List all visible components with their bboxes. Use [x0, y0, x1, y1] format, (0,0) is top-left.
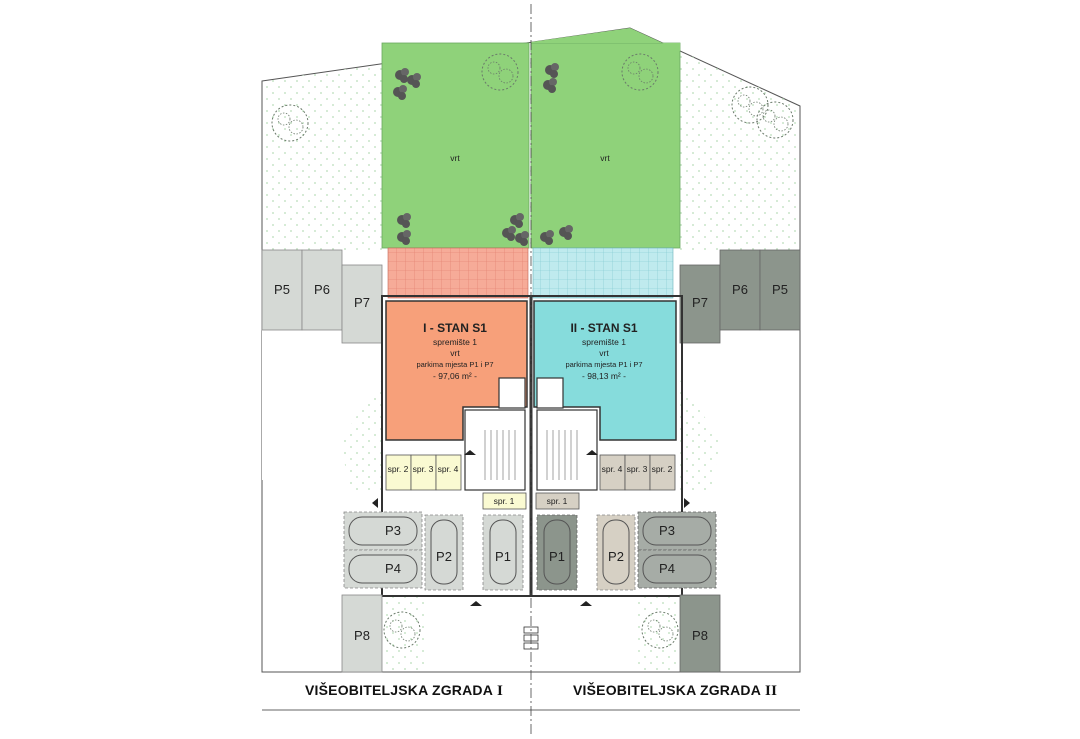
- apartment-right-storage: spremište 1: [582, 337, 626, 347]
- terrace-right: [532, 247, 674, 299]
- storage-left-2: [385, 454, 412, 491]
- storage-label: spr. 4: [438, 464, 459, 474]
- entrance-arrow-icon: [580, 601, 592, 606]
- storage-label: spr. 3: [627, 464, 648, 474]
- elevator-left: [498, 377, 526, 409]
- storage-right-3: [624, 454, 651, 491]
- caption-number: I: [497, 683, 504, 699]
- entrance-arrow-icon: [470, 601, 482, 606]
- elevator-right: [536, 377, 564, 409]
- parking-label: P1: [549, 549, 565, 564]
- stair-core-left: [464, 409, 526, 491]
- parking-right-p4: [637, 549, 717, 589]
- parking-label: P7: [354, 295, 370, 310]
- apartment-left-area: [385, 300, 528, 441]
- lawn-side-left: [340, 380, 382, 490]
- storage-label: spr. 4: [602, 464, 623, 474]
- stair-treads: [484, 430, 578, 480]
- parking-label: P7: [692, 295, 708, 310]
- storage-right-2: [649, 454, 676, 491]
- parking-label: P5: [274, 282, 290, 297]
- garden-left-label: vrt: [450, 153, 460, 163]
- entrance-arrow-icon: [684, 498, 690, 508]
- parking-right-p6: [719, 249, 761, 331]
- storage-label: spr. 2: [652, 464, 673, 474]
- parking-label: P5: [772, 282, 788, 297]
- storage-label: spr. 1: [547, 496, 568, 506]
- parking-label: P3: [385, 523, 401, 538]
- terrace-left: [387, 247, 529, 299]
- parking-right-p8: [679, 594, 721, 673]
- lawn-side-right: [680, 380, 720, 490]
- stair-core-right: [536, 409, 598, 491]
- parking-label: P8: [354, 628, 370, 643]
- parking-left-p5: [261, 249, 303, 331]
- garden-right-label: vrt: [600, 153, 610, 163]
- entrance-arrow-icon: [372, 498, 378, 508]
- lawn-bottom-left: [382, 595, 427, 672]
- storage-label: spr. 3: [413, 464, 434, 474]
- storage-label: spr. 1: [494, 496, 515, 506]
- apartment-right-garden: vrt: [599, 348, 609, 358]
- apartment-left-storage: spremište 1: [433, 337, 477, 347]
- caption-number: II: [765, 683, 778, 699]
- parking-label: P2: [436, 549, 452, 564]
- parking-label: P4: [659, 561, 675, 576]
- parking-label: P6: [314, 282, 330, 297]
- parking-left-p8: [341, 594, 383, 673]
- parking-left-p7: [341, 264, 383, 344]
- apartment-left-garden: vrt: [450, 348, 460, 358]
- apartment-right-title: II - STAN S1: [570, 321, 637, 335]
- apartment-right-area: [533, 300, 677, 441]
- storage-center-right: [535, 492, 580, 510]
- parking-label: P3: [659, 523, 675, 538]
- parking-label: P1: [495, 549, 511, 564]
- storage-right-4: [599, 454, 626, 491]
- parking-right-p7: [679, 264, 721, 344]
- parking-right-p5: [759, 249, 801, 331]
- storage-label: spr. 2: [388, 464, 409, 474]
- storage-left-3: [410, 454, 437, 491]
- caption-text: VIŠEOBITELJSKA ZGRADA: [305, 682, 494, 698]
- parking-right-p3: [637, 511, 717, 551]
- parking-label: P2: [608, 549, 624, 564]
- apartment-right-area-value: - 98,13 m² -: [582, 371, 626, 381]
- parking-left-p6: [301, 249, 343, 331]
- apartment-left-area-value: - 97,06 m² -: [433, 371, 477, 381]
- parking-label: P4: [385, 561, 401, 576]
- parking-left-p4: [343, 549, 423, 589]
- parking-label: P8: [692, 628, 708, 643]
- storage-center-left: [482, 492, 527, 510]
- parking-left-p3: [343, 511, 423, 551]
- storage-left-4: [435, 454, 462, 491]
- caption-text: VIŠEOBITELJSKA ZGRADA: [573, 682, 762, 698]
- apartment-left-parking: parkima mjesta P1 i P7: [416, 360, 493, 369]
- entrance-arrow-icon: [586, 450, 598, 455]
- entrance-arrow-icon: [464, 450, 476, 455]
- apartment-left-title: I - STAN S1: [423, 321, 487, 335]
- garden-right-corner: [531, 28, 680, 51]
- parking-label: P6: [732, 282, 748, 297]
- apartment-right-parking: parkima mjesta P1 i P7: [565, 360, 642, 369]
